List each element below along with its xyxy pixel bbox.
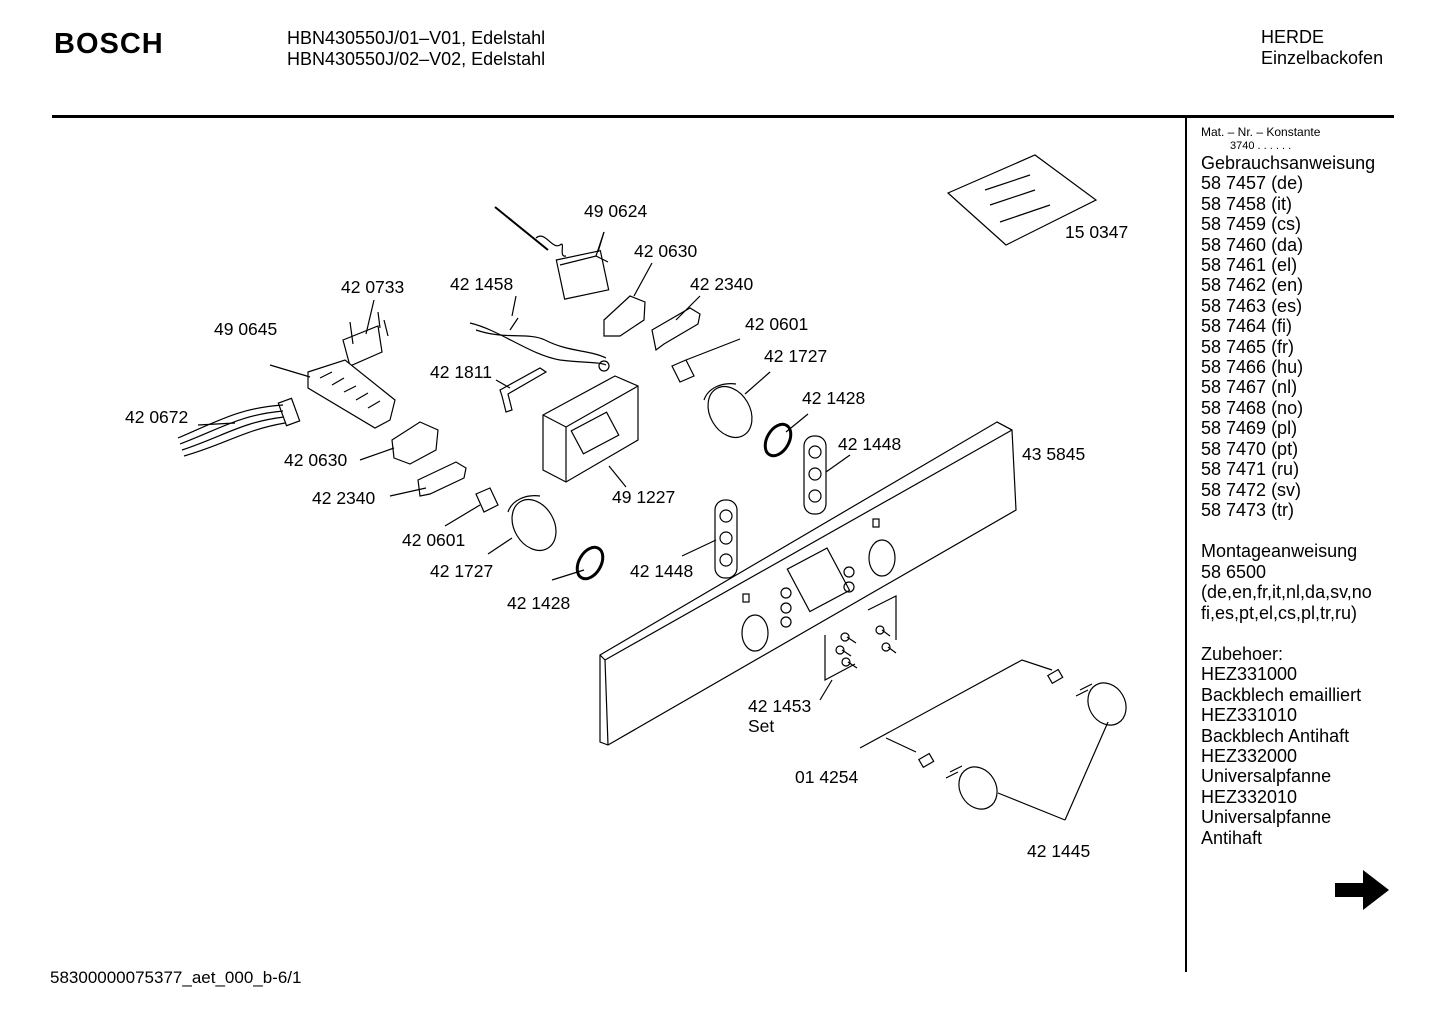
mat-header: Mat. – Nr. – Konstante — [1201, 125, 1321, 139]
part-label: 42 0630 — [634, 241, 698, 261]
sidebar-line: 58 7460 (da) — [1201, 234, 1304, 255]
sidebar-line: 58 7459 (cs) — [1201, 214, 1302, 235]
part-label: 42 0672 — [125, 407, 188, 427]
part-label: 42 0733 — [341, 277, 404, 297]
control-module-part — [542, 375, 639, 488]
spacer-strip-part — [803, 435, 827, 515]
knob-bezel-part — [507, 495, 557, 552]
knob-part — [917, 752, 998, 810]
part-label: 42 0630 — [284, 450, 348, 470]
sidebar-line: 58 7465 (fr) — [1201, 336, 1295, 357]
model-line: HBN430550J/01–V01, Edelstahl — [287, 28, 546, 48]
sidebar-line: Backblech emailliert — [1201, 684, 1362, 705]
part-label: 42 1428 — [507, 593, 570, 613]
spacer-strip-part — [714, 499, 738, 579]
part-label: 42 1428 — [802, 388, 865, 408]
sidebar-line: Universalpfanne — [1201, 807, 1332, 828]
sidebar-line: (de,en,fr,it,nl,da,sv,no — [1201, 582, 1372, 603]
sidebar-line: 58 6500 — [1201, 561, 1267, 582]
product-category: HERDE Einzelbackofen — [1261, 27, 1383, 69]
part-label: 42 1448 — [838, 434, 901, 454]
sidebar-line: Antihaft — [1201, 827, 1263, 848]
shaft-part — [475, 487, 499, 513]
arrow-right-icon[interactable] — [1333, 868, 1391, 912]
brand-logo: BOSCH — [54, 28, 164, 60]
part-label: 42 0601 — [745, 314, 808, 334]
part-label: 49 0645 — [214, 319, 277, 339]
sidebar-line: 58 7464 (fi) — [1201, 316, 1293, 337]
sidebar-line: 58 7471 (ru) — [1201, 459, 1300, 480]
part-label: 42 1727 — [430, 561, 493, 581]
part-label: 42 2340 — [690, 274, 754, 294]
part-label: 42 1458 — [450, 274, 513, 294]
part-label: 49 1227 — [612, 487, 675, 507]
screw-set-part — [824, 595, 897, 681]
shaft-part — [671, 359, 695, 383]
sidebar-line: 58 7461 (el) — [1201, 255, 1298, 276]
sidebar-line: 58 7457 (de) — [1201, 173, 1304, 194]
part-label: 15 0347 — [1065, 222, 1128, 242]
part-label: Set — [748, 716, 774, 736]
part-label: 42 1727 — [764, 346, 827, 366]
part-label: 42 0601 — [402, 530, 465, 550]
knob-bezel-part — [703, 383, 753, 439]
wiring-part — [469, 317, 610, 372]
exploded-diagram: 49 0624 42 0630 42 2340 42 0601 42 1727 … — [125, 154, 1128, 861]
sidebar-line: 58 7462 (en) — [1201, 275, 1304, 296]
sidebar-line: 58 7470 (pt) — [1201, 438, 1299, 459]
mat-value: 3740 . . . . . . — [1230, 140, 1292, 152]
part-label: 42 1448 — [630, 561, 693, 581]
sidebar-divider — [1185, 118, 1187, 972]
cable-harness-part — [177, 397, 301, 457]
ring-part — [575, 545, 605, 581]
model-line: HBN430550J/02–V02, Edelstahl — [287, 49, 546, 69]
sidebar-line: 58 7458 (it) — [1201, 193, 1293, 214]
header-divider — [52, 115, 1394, 118]
sidebar-line: 58 7473 (tr) — [1201, 499, 1295, 520]
sidebar-line: HEZ331010 — [1201, 705, 1298, 726]
sidebar-line: HEZ331000 — [1201, 664, 1298, 685]
sidebar-line: Universalpfanne — [1201, 766, 1332, 787]
clip-part — [499, 367, 548, 413]
sidebar-line: Zubehoer: — [1201, 643, 1284, 664]
sidebar-line: 58 7469 (pl) — [1201, 418, 1298, 439]
control-panel-part — [599, 421, 1017, 746]
category-line: Einzelbackofen — [1261, 48, 1384, 68]
model-numbers: HBN430550J/01–V01, Edelstahl HBN430550J/… — [287, 28, 545, 70]
part-label: 01 4254 — [795, 767, 859, 787]
knob-part — [1046, 668, 1127, 726]
sidebar-line: HEZ332000 — [1201, 745, 1298, 766]
sidebar-line: Montageanweisung — [1201, 541, 1358, 562]
sidebar-line: 58 7472 (sv) — [1201, 479, 1302, 500]
sidebar-info: Mat. – Nr. – Konstante 3740 . . . . . . … — [1201, 125, 1437, 848]
sidebar-line: fi,es,pt,el,cs,pl,tr,ru) — [1201, 602, 1358, 623]
switch-holder-part — [391, 421, 439, 465]
switch-cover-part — [417, 461, 467, 497]
part-label: 42 1445 — [1027, 841, 1090, 861]
thermostat-part — [494, 206, 610, 300]
category-line: HERDE — [1261, 27, 1325, 47]
ring-part — [763, 422, 793, 458]
sidebar-line: Backblech Antihaft — [1201, 725, 1350, 746]
part-label: 42 1811 — [430, 362, 492, 382]
bracket-part — [342, 311, 389, 367]
switch-cover-part — [651, 307, 701, 352]
document-code: 58300000075377_aet_000_b-6/1 — [50, 968, 302, 987]
part-label: 43 5845 — [1022, 444, 1085, 464]
sidebar-line: 58 7467 (nl) — [1201, 377, 1298, 398]
sidebar-line: Gebrauchsanweisung — [1201, 153, 1376, 173]
sidebar-line: 58 7463 (es) — [1201, 295, 1303, 316]
part-label: 49 0624 — [584, 201, 648, 221]
switch-holder-part — [603, 295, 646, 337]
part-label: 42 1453 — [748, 696, 811, 716]
part-label: 42 2340 — [312, 488, 376, 508]
screw-bag-part — [946, 154, 1098, 246]
sidebar-line: 58 7468 (no) — [1201, 397, 1304, 418]
sidebar-line: HEZ332010 — [1201, 786, 1298, 807]
terminal-block-part — [269, 359, 396, 429]
sidebar-line: 58 7466 (hu) — [1201, 357, 1304, 378]
